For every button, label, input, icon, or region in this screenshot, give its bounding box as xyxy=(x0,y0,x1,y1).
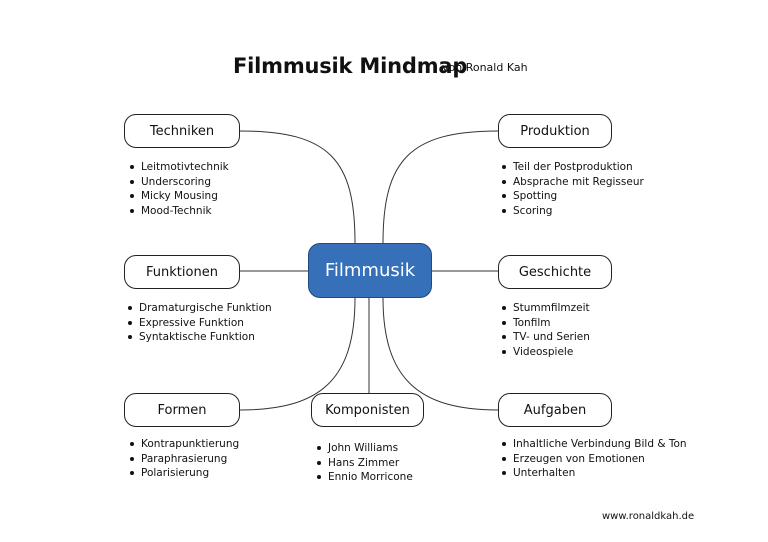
list-item: Inhaltliche Verbindung Bild & Ton xyxy=(500,437,687,452)
website-link[interactable]: www.ronaldkah.de xyxy=(602,511,695,522)
author-label: von Ronald Kah xyxy=(442,61,528,74)
central-node[interactable]: Filmmusik xyxy=(308,243,432,298)
list-item: Syntaktische Funktion xyxy=(126,330,272,345)
node-produktion[interactable]: Produktion xyxy=(498,114,612,148)
link-produktion xyxy=(382,130,499,244)
aufgaben-list: Inhaltliche Verbindung Bild & Ton Erzeug… xyxy=(500,437,687,481)
list-item: Micky Mousing xyxy=(128,189,229,204)
node-komponisten[interactable]: Komponisten xyxy=(311,393,424,427)
list-item: John Williams xyxy=(315,441,413,456)
link-aufgaben xyxy=(382,297,499,411)
list-item: Spotting xyxy=(500,189,644,204)
node-formen[interactable]: Formen xyxy=(124,393,240,427)
list-item: Underscoring xyxy=(128,175,229,190)
list-item: Tonfilm xyxy=(500,316,590,331)
list-item: TV- und Serien xyxy=(500,330,590,345)
geschichte-list: Stummfilmzeit Tonfilm TV- und Serien Vid… xyxy=(500,301,590,359)
funktionen-list: Dramaturgische Funktion Expressive Funkt… xyxy=(126,301,272,345)
produktion-list: Teil der Postproduktion Absprache mit Re… xyxy=(500,160,644,218)
list-item: Expressive Funktion xyxy=(126,316,272,331)
komponisten-list: John Williams Hans Zimmer Ennio Morricon… xyxy=(315,441,413,485)
list-item: Polarisierung xyxy=(128,466,239,481)
list-item: Unterhalten xyxy=(500,466,687,481)
list-item: Erzeugen von Emotionen xyxy=(500,452,687,467)
list-item: Paraphrasierung xyxy=(128,452,239,467)
list-item: Stummfilmzeit xyxy=(500,301,590,316)
list-item: Teil der Postproduktion xyxy=(500,160,644,175)
link-techniken xyxy=(239,130,356,244)
link-formen xyxy=(239,297,356,411)
node-techniken[interactable]: Techniken xyxy=(124,114,240,148)
list-item: Mood-Technik xyxy=(128,204,229,219)
list-item: Absprache mit Regisseur xyxy=(500,175,644,190)
list-item: Leitmotivtechnik xyxy=(128,160,229,175)
list-item: Ennio Morricone xyxy=(315,470,413,485)
list-item: Scoring xyxy=(500,204,644,219)
list-item: Hans Zimmer xyxy=(315,456,413,471)
node-aufgaben[interactable]: Aufgaben xyxy=(498,393,612,427)
list-item: Kontrapunktierung xyxy=(128,437,239,452)
page-title: Filmmusik Mindmap xyxy=(233,54,468,78)
techniken-list: Leitmotivtechnik Underscoring Micky Mous… xyxy=(128,160,229,218)
list-item: Dramaturgische Funktion xyxy=(126,301,272,316)
node-funktionen[interactable]: Funktionen xyxy=(124,255,240,289)
formen-list: Kontrapunktierung Paraphrasierung Polari… xyxy=(128,437,239,481)
node-geschichte[interactable]: Geschichte xyxy=(498,255,612,289)
list-item: Videospiele xyxy=(500,345,590,360)
